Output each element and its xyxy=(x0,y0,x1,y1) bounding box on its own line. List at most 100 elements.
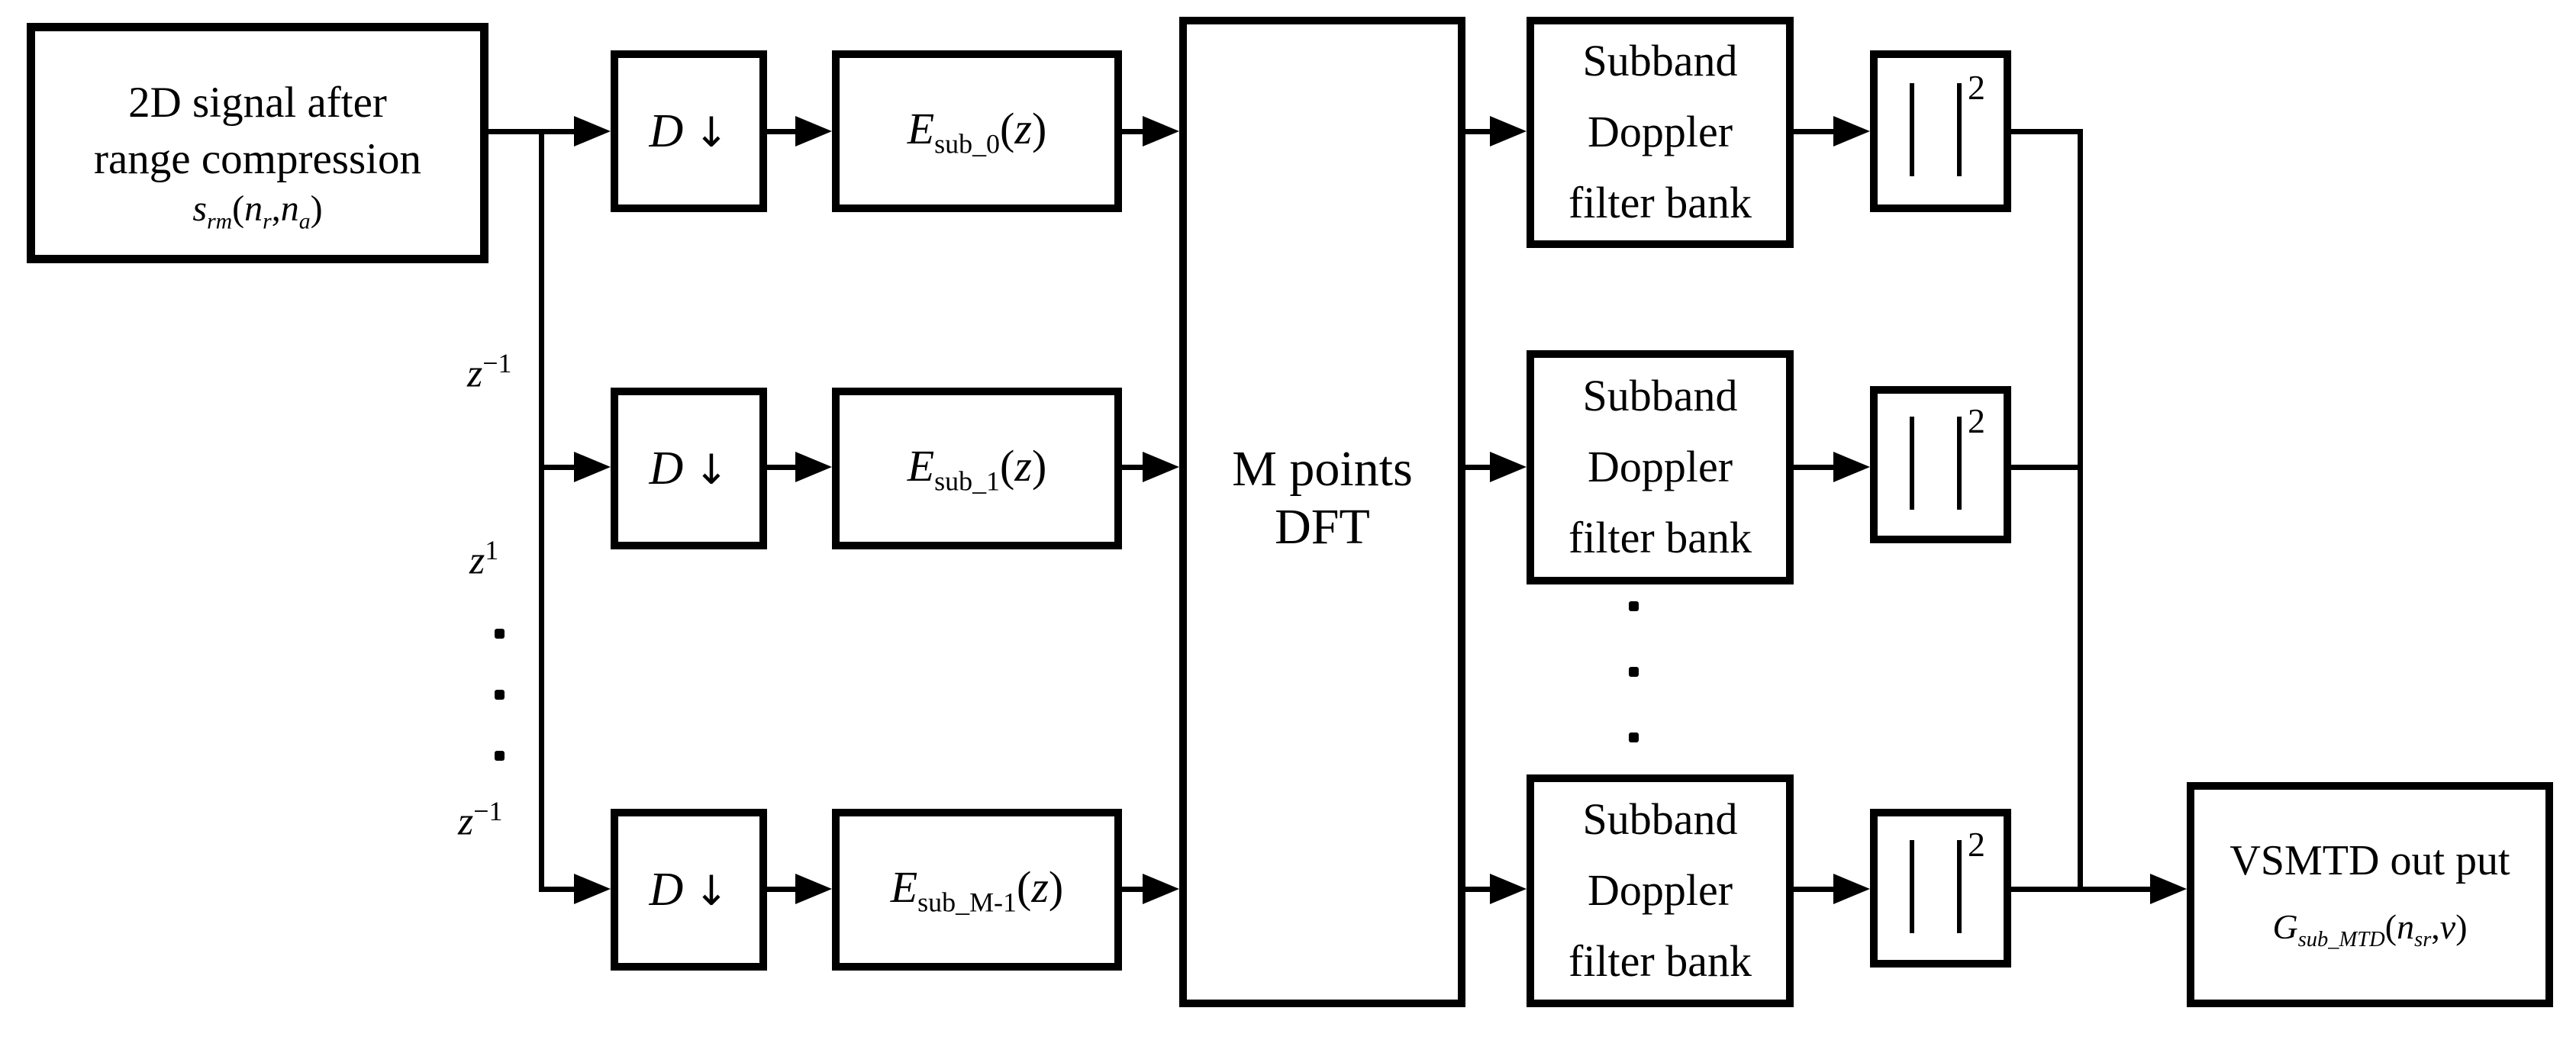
dft-line2: DFT xyxy=(1275,498,1370,555)
z-base: z xyxy=(469,539,485,583)
collector-line xyxy=(2078,129,2083,892)
formula-base: E xyxy=(907,440,935,491)
paren: ) xyxy=(2455,907,2468,947)
flow-line xyxy=(1465,887,1493,892)
abs-bar-icon xyxy=(1957,417,1962,510)
downsampler-symbol: D xyxy=(649,863,684,916)
arrow-right-icon xyxy=(1490,452,1527,482)
flow-line xyxy=(1465,129,1493,134)
formula-sub: r xyxy=(263,208,272,234)
formula-sub: sub_1 xyxy=(934,465,1001,497)
abs-bar-icon xyxy=(1957,840,1962,933)
arrow-right-icon xyxy=(795,874,832,904)
arrow-right-icon xyxy=(574,116,611,147)
formula-arg: n xyxy=(2397,907,2415,947)
flow-line xyxy=(1794,465,1836,470)
magnitude-squared-glyph: 2 xyxy=(1878,394,2004,536)
paren: ) xyxy=(1031,103,1047,153)
label-line1: Subband xyxy=(1582,794,1738,845)
input-box-line2: range compression xyxy=(94,134,421,183)
filter-formula: Esub_M-1(z) xyxy=(891,861,1064,919)
arrow-right-icon xyxy=(1143,874,1179,904)
z-exponent: −1 xyxy=(482,348,512,378)
square-exponent: 2 xyxy=(1968,68,1985,107)
flow-line xyxy=(539,465,577,470)
formula-sub: sub_MTD xyxy=(2297,928,2385,952)
paren: ( xyxy=(232,188,245,229)
formula-arg: z xyxy=(1031,861,1049,912)
downsampler-symbol: D xyxy=(649,105,684,157)
formula-arg: v xyxy=(2439,907,2456,947)
ellipsis-dot xyxy=(495,690,505,700)
ellipsis-dot xyxy=(1629,667,1639,677)
arrow-right-icon xyxy=(1143,116,1179,147)
magnitude-squared-glyph: 2 xyxy=(1878,58,2004,204)
abs-bar-icon xyxy=(1910,83,1914,176)
down-arrow-icon: ↓ xyxy=(694,866,729,915)
subband-filter-box-2: Esub_M-1(z) xyxy=(832,809,1122,971)
arrow-right-icon xyxy=(2150,874,2187,904)
flow-line xyxy=(2011,465,2083,470)
ellipsis-dot xyxy=(495,751,505,761)
down-arrow-icon: ↓ xyxy=(694,445,729,494)
ellipsis-dot xyxy=(495,629,505,639)
flow-line xyxy=(1465,465,1493,470)
z-exponent: −1 xyxy=(473,796,503,826)
flow-line xyxy=(767,887,801,892)
down-arrow-icon: ↓ xyxy=(694,108,729,156)
arrow-right-icon xyxy=(1490,874,1527,904)
z-exponent: 1 xyxy=(485,535,499,565)
filter-formula: Esub_0(z) xyxy=(908,103,1047,160)
formula-sub: a xyxy=(298,208,311,234)
delay-label-z1: z−1 xyxy=(467,347,512,396)
doppler-filterbank-label: Subband Doppler filter bank xyxy=(1568,784,1752,997)
label-line1: Subband xyxy=(1582,36,1738,86)
input-signal-box: 2D signal after range compression srm(nr… xyxy=(27,23,488,263)
output-box: VSMTD out put Gsub_MTD(nsr,v) xyxy=(2187,782,2553,1007)
paren: ( xyxy=(1000,103,1015,153)
label-line2: Doppler xyxy=(1587,107,1733,157)
arrow-right-icon xyxy=(795,116,832,147)
formula-base: E xyxy=(907,103,935,153)
output-title: VSMTD out put xyxy=(2229,837,2510,885)
flow-line xyxy=(488,129,577,134)
doppler-filterbank-label: Subband Doppler filter bank xyxy=(1568,26,1752,238)
square-exponent: 2 xyxy=(1968,401,1985,440)
flow-line xyxy=(1122,129,1149,134)
arrow-right-icon xyxy=(1833,116,1870,147)
delay-label-z3: z−1 xyxy=(458,795,503,844)
flow-line xyxy=(1122,465,1149,470)
paren: ) xyxy=(1031,440,1047,491)
comma: , xyxy=(2431,907,2440,947)
comma: , xyxy=(271,188,281,229)
formula-sub: sr xyxy=(2414,928,2432,952)
downsampler-symbol: D xyxy=(649,442,684,494)
ellipsis-dot xyxy=(1629,733,1639,742)
formula-sub: sub_0 xyxy=(934,128,1001,159)
downsampler-label: D↓ xyxy=(649,863,728,917)
delay-label-z2: z1 xyxy=(469,534,498,583)
formula-base: G xyxy=(2272,907,2298,947)
magnitude-squared-glyph: 2 xyxy=(1878,816,2004,960)
abs-bar-icon xyxy=(1910,417,1914,510)
label-line1: Subband xyxy=(1582,371,1738,421)
formula-arg: n xyxy=(280,188,299,229)
filter-formula: Esub_1(z) xyxy=(908,440,1047,497)
label-line3: filter bank xyxy=(1568,512,1752,562)
input-box-line1: 2D signal after xyxy=(128,78,387,127)
label-line2: Doppler xyxy=(1587,865,1733,916)
label-line3: filter bank xyxy=(1568,935,1752,986)
flow-line xyxy=(1122,887,1149,892)
flow-line xyxy=(2011,129,2083,134)
doppler-filterbank-box-2: Subband Doppler filter bank xyxy=(1527,774,1794,1007)
formula-sub: rm xyxy=(207,208,233,234)
arrow-right-icon xyxy=(1833,874,1870,904)
doppler-filterbank-box-0: Subband Doppler filter bank xyxy=(1527,17,1794,248)
dft-label: M points DFT xyxy=(1232,440,1413,556)
formula-arg: n xyxy=(244,188,263,229)
arrow-right-icon xyxy=(1490,116,1527,147)
paren: ( xyxy=(2384,907,2397,947)
flow-line xyxy=(2011,887,2152,892)
arrow-right-icon xyxy=(574,874,611,904)
